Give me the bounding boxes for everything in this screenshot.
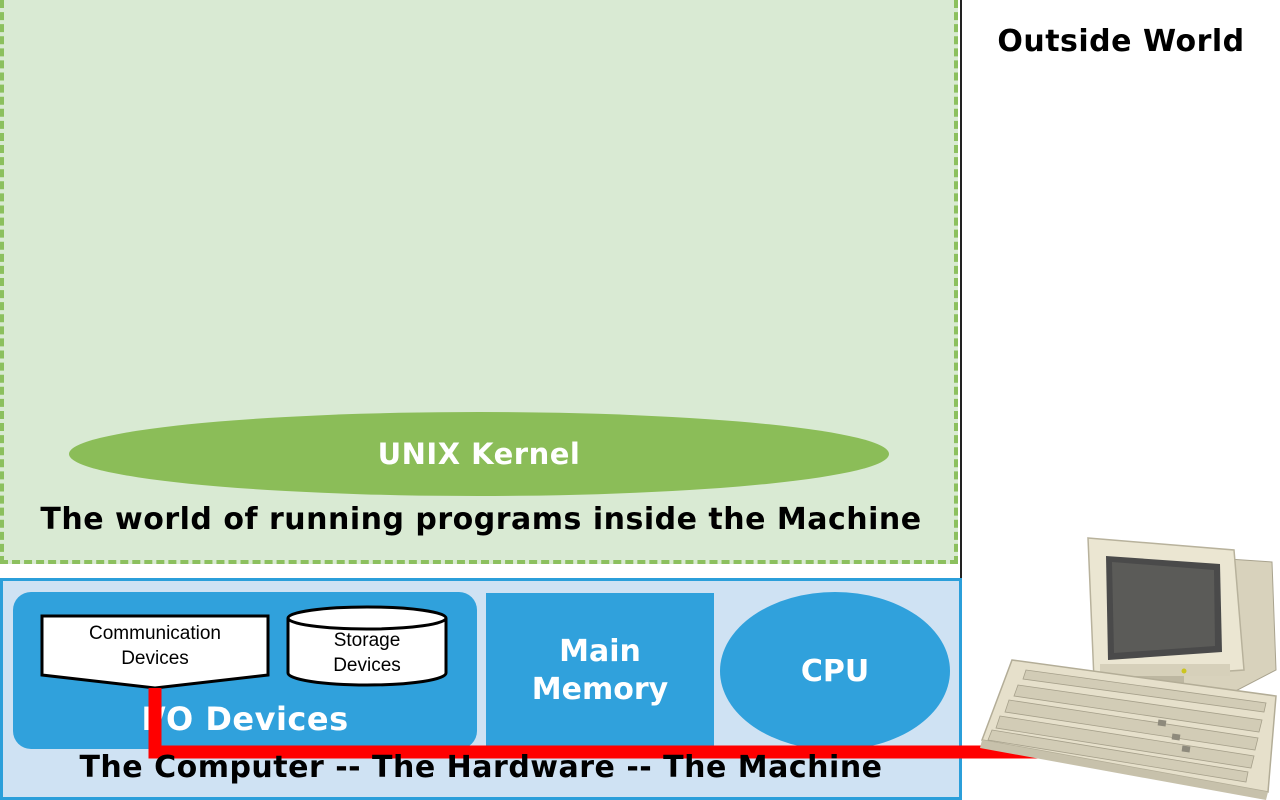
outside-world-title: Outside World <box>997 24 1245 59</box>
storage-devices-label: Storage Devices <box>333 630 401 676</box>
cpu-label: CPU <box>800 653 870 689</box>
io-devices-label: I/O Devices <box>141 700 349 738</box>
unix-kernel-label: UNIX Kernel <box>377 437 581 471</box>
communication-devices-shape <box>40 614 270 690</box>
main-memory-box: Main Memory <box>486 593 714 749</box>
computer-terminal-icon <box>980 537 1277 800</box>
main-memory-label-line1: Main <box>559 634 641 669</box>
software-caption: The world of running programs inside the… <box>40 502 922 537</box>
red-cable <box>148 688 1135 759</box>
storage-devices-cylinder <box>286 605 448 687</box>
hardware-caption: The Computer -- The Hardware -- The Mach… <box>79 750 883 785</box>
cpu-ellipse: CPU <box>720 592 950 750</box>
unix-kernel-ellipse: UNIX Kernel <box>69 412 889 496</box>
communication-devices-label: Communication Devices <box>89 623 221 669</box>
main-memory-label-line2: Memory <box>531 672 669 707</box>
